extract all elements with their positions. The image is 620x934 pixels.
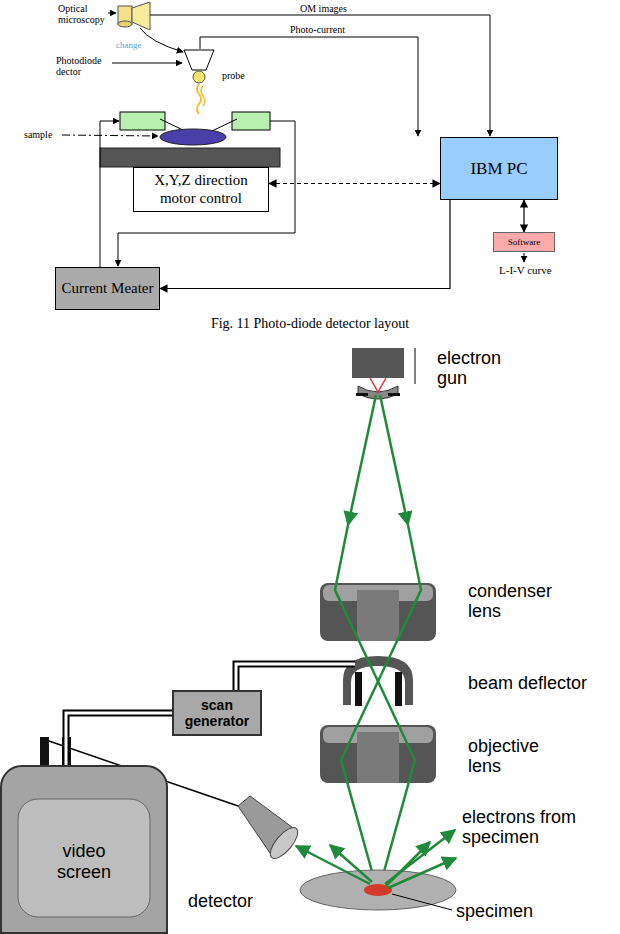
screen-plate	[40, 737, 49, 765]
probe-holder	[120, 112, 165, 130]
probe-needle	[212, 119, 237, 131]
om-signal-line	[150, 15, 490, 136]
process-box: IBM PC	[440, 137, 558, 200]
node-text: video screen	[34, 841, 134, 882]
wire	[100, 121, 119, 267]
figure-caption: Fig. 11 Photo-diode detector layout	[0, 316, 620, 331]
objective-lens	[320, 725, 436, 783]
part-label: Photo-current	[290, 24, 380, 35]
part-label: L-I-V curve	[499, 264, 579, 276]
connector	[269, 183, 440, 184]
detector-cone	[238, 796, 302, 863]
part-label: detector	[188, 892, 278, 912]
connector-line	[66, 713, 172, 765]
condenser-lens	[320, 583, 436, 641]
process-box: Software	[493, 232, 555, 252]
node-text: scan generator	[177, 697, 257, 729]
part-label: Optical microscopy	[58, 3, 110, 25]
connector-line	[523, 200, 524, 232]
change-arrow	[140, 28, 183, 52]
probe-holder	[232, 112, 270, 130]
part-label: sample	[24, 129, 64, 140]
stage	[100, 148, 280, 167]
part-label: specimen	[456, 902, 556, 922]
connector	[160, 200, 450, 289]
part-label: condenser lens	[468, 582, 568, 622]
leader-arrow	[108, 13, 116, 14]
part-label: electrons from specimen	[462, 808, 612, 848]
wire	[118, 121, 295, 266]
part-label: Photodiode dector	[56, 55, 112, 77]
connector	[524, 200, 525, 232]
photodiode-detector	[184, 50, 214, 114]
part-label: OM images	[300, 3, 380, 14]
part-label: beam deflector	[468, 674, 613, 694]
photocurrent-line	[200, 37, 418, 136]
node-text: Software	[508, 237, 541, 247]
part-label: probe	[222, 70, 262, 81]
part-label: change	[116, 41, 160, 51]
output-arrow	[524, 253, 525, 262]
node-text: X,Y,Z direction motor control	[137, 172, 265, 207]
video-screen: video screen	[0, 765, 168, 934]
microscope-icon	[118, 2, 150, 30]
process-box: X,Y,Z direction motor control	[133, 167, 269, 212]
leader-arrow	[112, 63, 182, 64]
leader-arrow	[62, 135, 158, 136]
process-box: Current Meater	[55, 267, 160, 310]
specimen-stage	[300, 870, 456, 910]
connector	[66, 713, 172, 765]
specimen-electrons	[296, 830, 456, 888]
cable-core	[66, 713, 172, 765]
part-label: electron gun	[437, 349, 519, 389]
sample-disc	[160, 129, 226, 145]
connector-line	[160, 200, 450, 289]
part-label: objective lens	[468, 737, 568, 777]
electron-gun	[352, 348, 415, 399]
node-text: IBM PC	[470, 159, 527, 179]
electron-beam	[335, 395, 421, 886]
process-box: scan generator	[172, 690, 262, 736]
node-text: Current Meater	[61, 280, 153, 297]
connector-line	[269, 183, 440, 184]
